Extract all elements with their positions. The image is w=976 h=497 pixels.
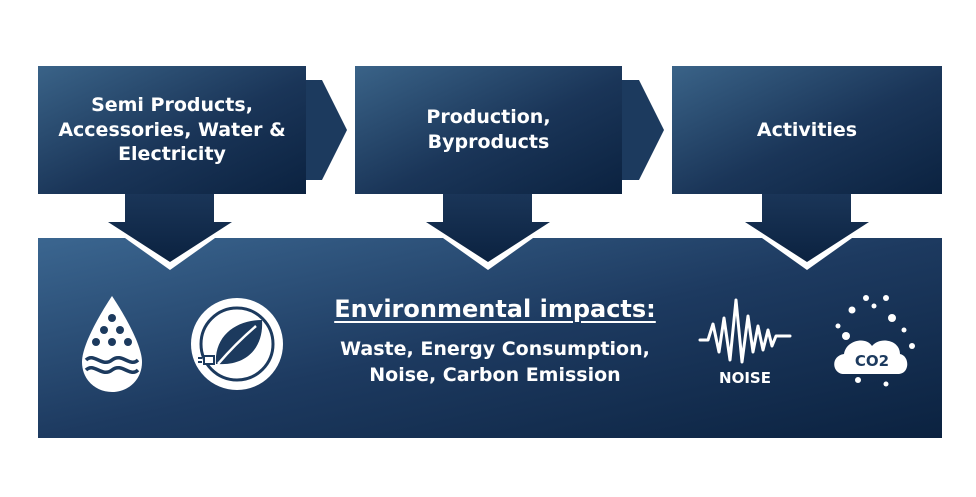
noise-waveform-icon: [698, 298, 792, 364]
stage-2-line-2: Byproducts: [427, 131, 550, 153]
stage-1-line-1: Semi Products,: [91, 93, 253, 116]
stage-1-line-2: Accessories, Water &: [58, 118, 286, 141]
noise-label: NOISE: [719, 369, 771, 388]
stage-2-label: Production, Byproducts: [355, 66, 622, 194]
energy-leaf-icon: [191, 298, 283, 390]
stage-box-3: [672, 66, 942, 194]
right-arrow-2: [622, 80, 664, 180]
impacts-heading: Environmental impacts:: [334, 295, 656, 324]
co2-cloud-icon: [834, 295, 915, 387]
impacts-panel: [38, 238, 942, 438]
stage-3-label: Activities: [672, 66, 942, 194]
stage-1-label: Semi Products, Accessories, Water & Elec…: [38, 66, 306, 194]
down-arrow-3: [745, 194, 869, 262]
stage-1-line-3: Electricity: [118, 143, 226, 166]
down-arrow-2: [426, 194, 550, 262]
right-arrow-1: [306, 80, 347, 180]
stage-3-line-1: Activities: [756, 118, 858, 141]
stage-box-2: [355, 66, 622, 194]
impacts-line-2: Noise, Carbon Emission: [369, 363, 621, 386]
water-drop-icon: [82, 296, 142, 392]
impacts-line-1: Waste, Energy Consumption,: [340, 337, 650, 360]
down-arrow-1: [108, 194, 232, 262]
co2-label: CO2: [854, 352, 890, 371]
stage-box-1: [38, 66, 306, 194]
stage-2-line-1: Production,: [426, 106, 551, 129]
